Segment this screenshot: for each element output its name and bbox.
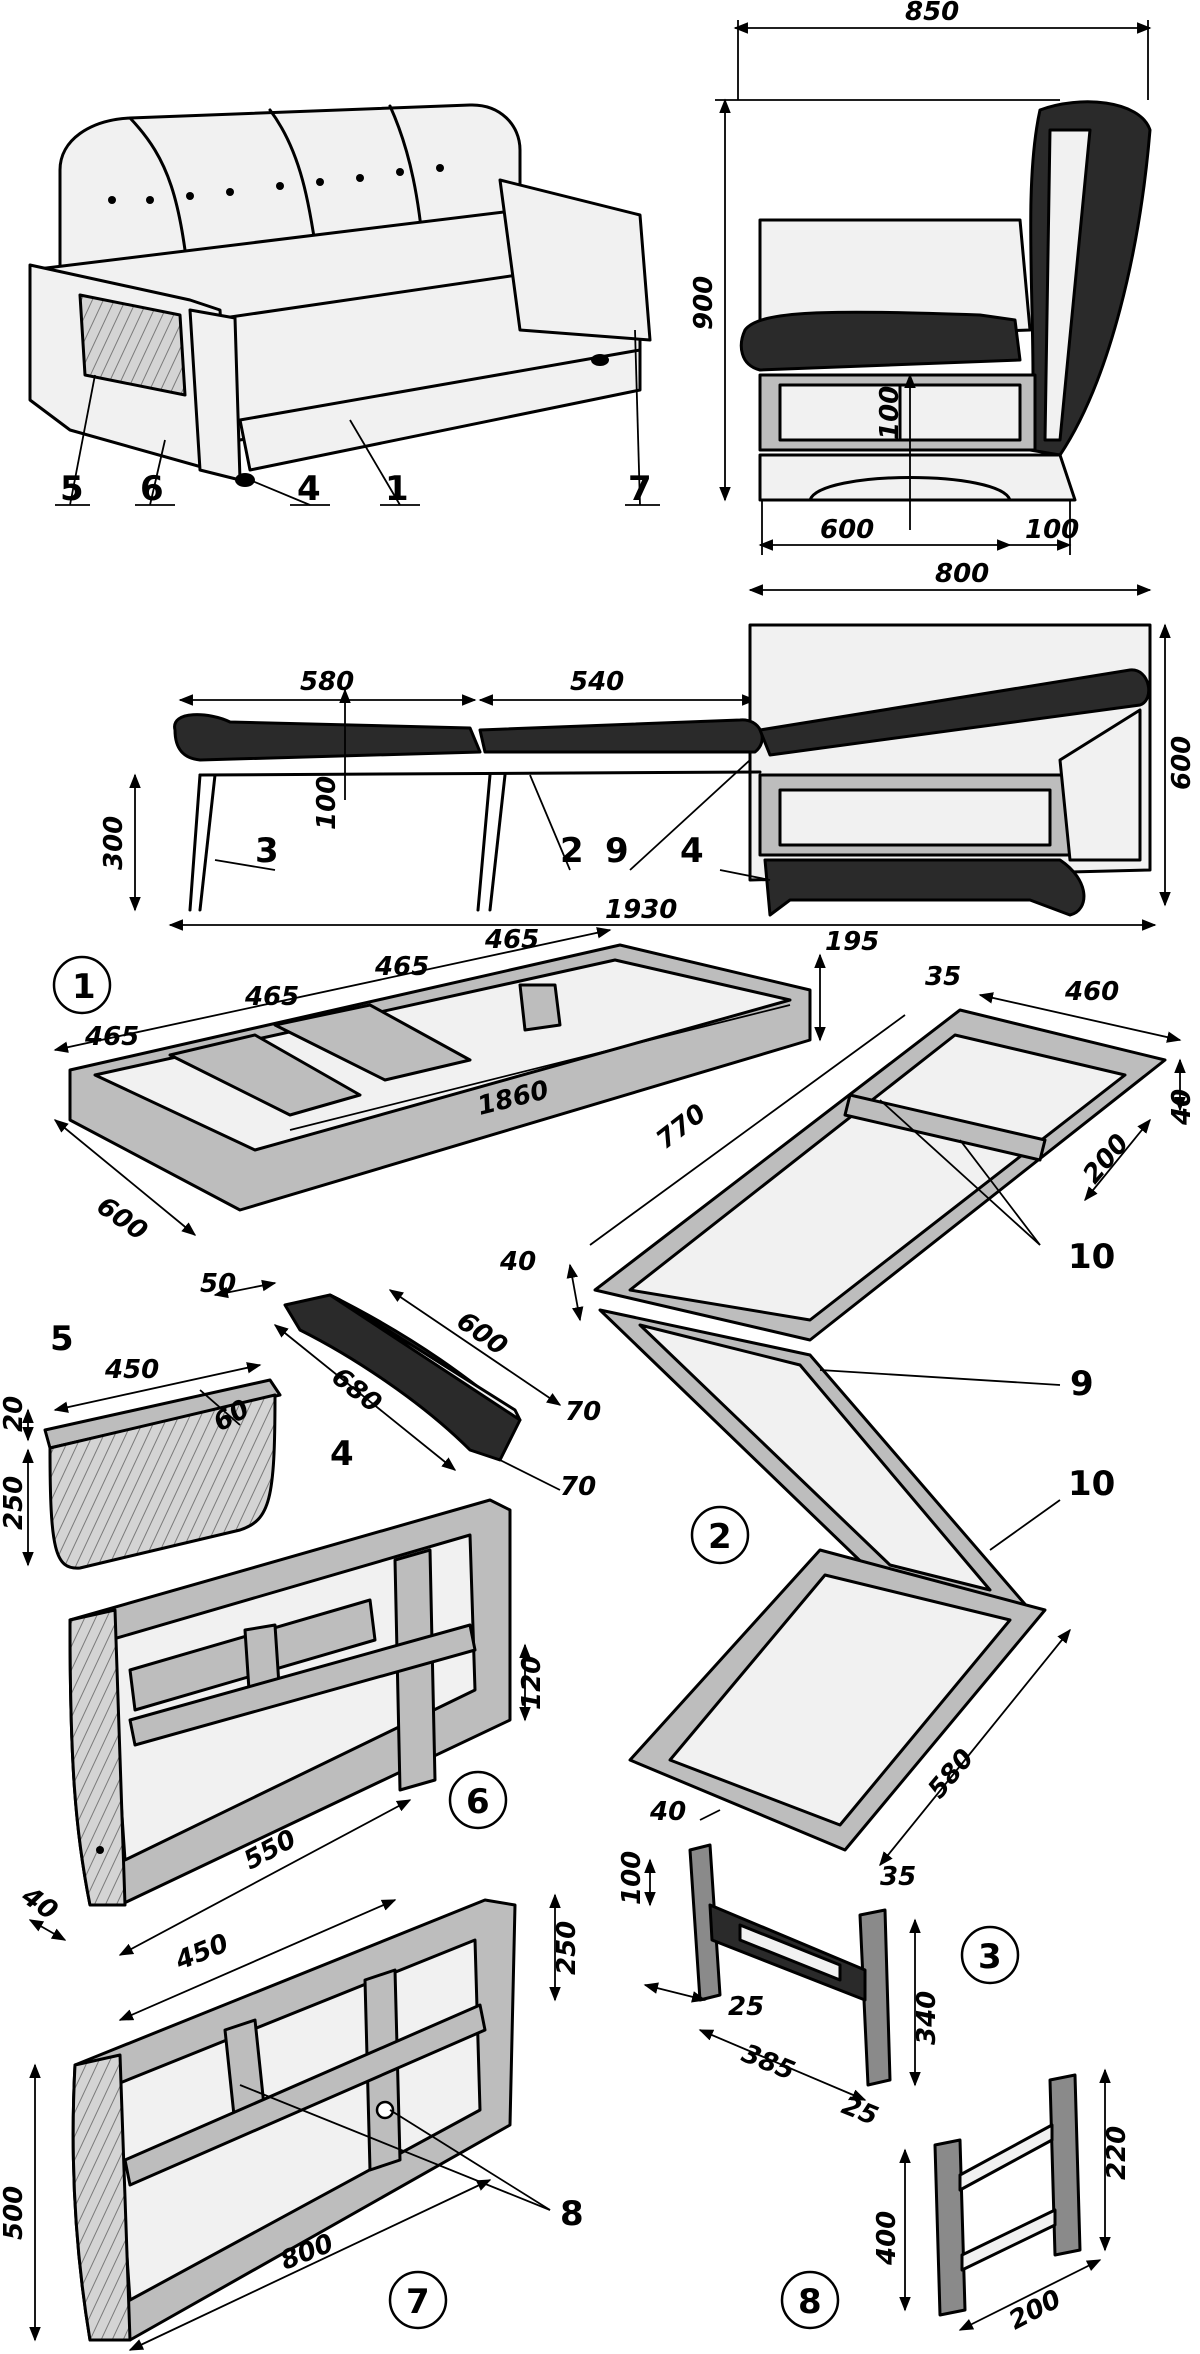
dim-500: 500 [0,2186,29,2240]
dim-600: 600 [820,515,874,545]
callout-5: 5 [60,469,84,509]
dim-35-leg: 35 [880,1862,916,1892]
callout-9: 9 [605,831,629,871]
dim-25-b: 25 [837,2091,882,2132]
callout-10-top: 10 [1068,1237,1115,1277]
part-7-end-frame: 450 250 500 800 8 7 [0,1893,584,2351]
sofa-perspective-view: 5 6 4 1 7 [28,103,660,509]
part-8-label: 8 [798,2282,822,2322]
dim-195: 195 [825,927,879,957]
dim-70-b: 70 [560,1472,596,1502]
dim-25-a: 25 [728,1992,764,2022]
dim-600-right: 600 [1167,736,1197,790]
dim-40-leg: 40 [649,1797,686,1827]
dim-250-end: 250 [552,1921,582,1975]
callout-10-bottom: 10 [1068,1464,1115,1504]
dim-465-a: 465 [84,1022,139,1052]
part-4-label: 4 [330,1434,354,1474]
dim-100: 100 [1025,515,1079,545]
callout-4-unfolded: 4 [680,831,704,871]
dim-600-support: 600 [451,1306,513,1362]
dim-400: 400 [872,2211,902,2266]
dim-1930: 1930 [605,895,677,925]
part-3-leg: 100 40 35 25 340 385 25 3 [617,1797,1020,2132]
part-6-label: 6 [466,1782,490,1822]
part-5-label: 5 [50,1319,74,1359]
part-2-folding-frame: 2 460 35 40 200 770 40 580 10 9 10 [499,962,1197,1867]
dim-250-arm: 250 [0,1476,29,1530]
dim-450-end: 450 [170,1928,232,1977]
dim-580: 580 [300,667,354,697]
part-6-side-frame: 120 550 40 6 [15,1498,547,1956]
dim-385: 385 [737,2039,799,2087]
dim-450-arm: 450 [104,1355,159,1385]
dim-20: 20 [0,1396,29,1432]
callout-3: 3 [255,831,279,871]
part-8-brace: 220 400 200 8 [780,2068,1132,2336]
dim-200: 200 [1077,1129,1135,1190]
part-5-armrest: 5 450 60 20 250 [0,1319,282,1570]
dim-600-base: 600 [91,1191,153,1247]
part-1-label: 1 [72,967,96,1007]
callout-8: 8 [560,2194,584,2234]
dim-40-top: 40 [1167,1089,1197,1126]
dim-340: 340 [912,1991,942,2045]
dim-770: 770 [651,1098,712,1155]
callout-9-frame: 9 [1070,1364,1094,1404]
dim-540: 540 [570,667,624,697]
callout-1: 1 [385,469,409,509]
dim-900: 900 [689,276,719,330]
dim-35: 35 [925,962,961,992]
part-7-label: 7 [406,2282,430,2322]
dim-460: 460 [1064,977,1119,1007]
callout-2: 2 [560,831,584,871]
callout-6: 6 [140,469,164,509]
part-3-label: 3 [978,1937,1002,1977]
dim-40-side: 40 [499,1247,536,1277]
part-2-label: 2 [708,1517,732,1557]
dim-220: 220 [1102,2126,1132,2180]
callout-7: 7 [628,469,652,509]
dim-40-sideframe: 40 [15,1881,63,1927]
sofa-bed-unfolded-view: 800 580 540 100 300 600 1930 3 2 9 4 [99,559,1197,931]
dim-850: 850 [905,0,959,27]
dim-465-c: 465 [374,952,429,982]
dim-50: 50 [200,1269,236,1299]
dim-100-vertical: 100 [875,386,905,440]
dim-465-b: 465 [244,982,299,1012]
dim-100-leg-part: 100 [617,1851,647,1905]
dim-70-a: 70 [565,1397,601,1427]
dim-800: 800 [935,559,989,589]
sofa-side-view: 850 900 100 600 100 [689,0,1152,555]
dim-465-d: 465 [484,925,539,955]
part-1-base-box: 1 465 465 465 465 1860 600 195 [52,925,879,1247]
callout-4: 4 [297,469,321,509]
dim-300: 300 [99,816,129,870]
dim-120: 120 [517,1656,547,1710]
dim-100-leg: 100 [312,776,342,830]
